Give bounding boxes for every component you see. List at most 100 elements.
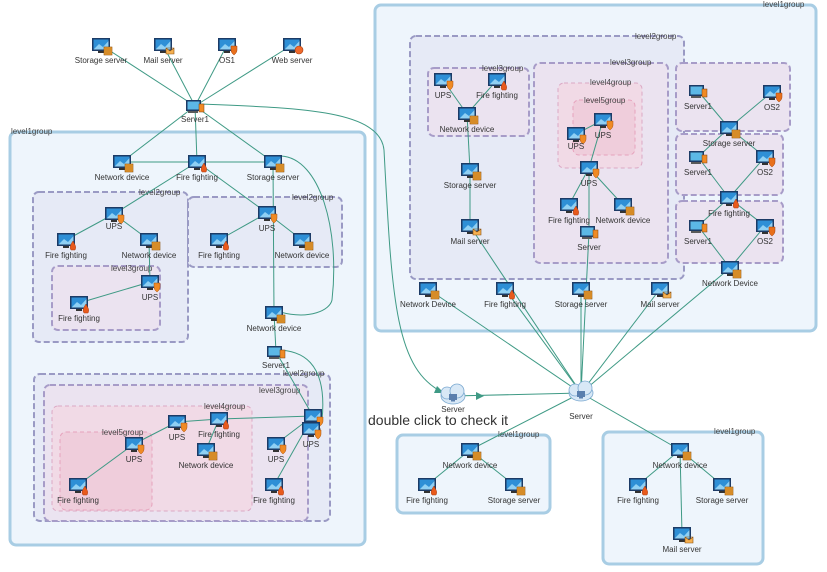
- node-mail-server[interactable]: [461, 219, 482, 236]
- node-label: UPS: [435, 91, 451, 100]
- node-label: Fire fighting: [57, 496, 99, 505]
- node-label: UPS: [126, 455, 142, 464]
- node-fire-fighting[interactable]: [418, 478, 437, 496]
- node-fire-fighting[interactable]: [210, 412, 229, 430]
- node-storage-server[interactable]: [264, 155, 285, 173]
- node-network-device[interactable]: [419, 282, 440, 300]
- node-ups[interactable]: [567, 127, 587, 145]
- node-fire-fighting[interactable]: [188, 155, 207, 173]
- node-label: Server1: [684, 102, 713, 111]
- mail-icon: [461, 219, 482, 236]
- node-server[interactable]: [440, 383, 466, 405]
- node-fire-fighting[interactable]: [720, 191, 739, 209]
- node-os2[interactable]: [756, 219, 776, 237]
- node-server1[interactable]: [689, 220, 708, 233]
- node-label: Network Device: [702, 279, 759, 288]
- node-label: UPS: [169, 433, 185, 442]
- node-ups[interactable]: [105, 207, 125, 225]
- node-server1[interactable]: [689, 151, 708, 164]
- node-network-device[interactable]: [140, 233, 161, 251]
- node-network-device[interactable]: [293, 233, 314, 251]
- node-storage-server[interactable]: [92, 38, 113, 56]
- node-mail-server[interactable]: [673, 527, 694, 544]
- node-server[interactable]: [568, 380, 594, 402]
- group-label: level4group: [204, 402, 246, 411]
- node-ups[interactable]: [594, 113, 614, 131]
- node-label: Web server: [272, 56, 313, 65]
- node-fire-fighting[interactable]: [69, 478, 88, 496]
- edge-cloud2-rb_ff: [504, 288, 582, 394]
- node-storage-server[interactable]: [505, 478, 526, 496]
- node-network-device[interactable]: [721, 261, 742, 279]
- node-fire-fighting[interactable]: [210, 233, 229, 251]
- os-icon: [763, 85, 783, 103]
- node-network-device[interactable]: [671, 443, 692, 461]
- node-label: Mail server: [450, 237, 489, 246]
- ups-icon: [168, 415, 188, 433]
- node-fire-fighting[interactable]: [560, 198, 579, 216]
- group-label: level1group: [714, 427, 756, 436]
- node-label: Server1: [181, 115, 210, 124]
- ups-icon: [567, 127, 587, 145]
- node-ups[interactable]: [434, 73, 454, 91]
- node-fire-fighting[interactable]: [57, 233, 76, 251]
- node-network-device[interactable]: [197, 443, 218, 461]
- node-label: UPS: [595, 131, 611, 140]
- node-network-device[interactable]: [461, 443, 482, 461]
- node-storage-server[interactable]: [720, 121, 741, 139]
- groups-layer: level1grouplevel2grouplevel3grouplevel2g…: [8, 0, 818, 566]
- node-os2[interactable]: [763, 85, 783, 103]
- node-storage-server[interactable]: [461, 163, 482, 181]
- edge-cloud2-rb_ms: [580, 288, 661, 394]
- node-ups[interactable]: [302, 422, 322, 440]
- node-web-server[interactable]: [283, 38, 304, 55]
- node-network-device[interactable]: [113, 155, 134, 173]
- node-label: Server: [441, 405, 465, 414]
- node-fire-fighting[interactable]: [496, 282, 515, 300]
- group-box-level3group-2[interactable]: [51, 265, 161, 331]
- node-network-device[interactable]: [614, 198, 635, 216]
- node-ups[interactable]: [125, 437, 145, 455]
- edge-cloud2-rb_nd: [427, 288, 582, 394]
- node-fire-fighting[interactable]: [629, 478, 648, 496]
- node-os2[interactable]: [756, 150, 776, 168]
- node-server1[interactable]: [186, 100, 205, 113]
- node-server1[interactable]: [689, 85, 708, 98]
- node-label: Server1: [262, 361, 291, 370]
- node-ups[interactable]: [141, 275, 161, 293]
- node-ups[interactable]: [267, 437, 287, 455]
- node-os1[interactable]: [218, 38, 238, 56]
- node-network-device[interactable]: [265, 306, 286, 324]
- server-icon: [267, 346, 286, 359]
- network-icon: [265, 306, 286, 324]
- node-ups[interactable]: [168, 415, 188, 433]
- node-fire-fighting[interactable]: [488, 73, 507, 91]
- cloud-server-icon: [440, 383, 466, 405]
- node-storage-server[interactable]: [713, 478, 734, 496]
- node-server[interactable]: [580, 226, 599, 239]
- node-label: Network device: [440, 125, 495, 134]
- node-server1[interactable]: [267, 346, 286, 359]
- web-icon: [283, 38, 304, 55]
- storage-icon: [713, 478, 734, 496]
- node-storage-server[interactable]: [572, 282, 593, 300]
- node-ups[interactable]: [258, 206, 278, 224]
- network-icon: [614, 198, 635, 216]
- network-icon: [419, 282, 440, 300]
- server-icon: [689, 85, 708, 98]
- node-label: Fire fighting: [198, 430, 240, 439]
- node-mail-server[interactable]: [651, 282, 672, 299]
- ups-icon: [302, 422, 322, 440]
- group-label: level5group: [584, 96, 626, 105]
- node-fire-fighting[interactable]: [70, 296, 89, 314]
- fire-icon: [69, 478, 88, 496]
- node-ups[interactable]: [580, 161, 600, 179]
- node-mail-server[interactable]: [154, 38, 175, 55]
- node-fire-fighting[interactable]: [265, 478, 284, 496]
- server-icon: [580, 226, 599, 239]
- node-label: Storage server: [247, 173, 300, 182]
- edge-srv1b-c_ups3: [275, 351, 314, 417]
- group-box-level1group-18[interactable]: [601, 430, 765, 566]
- node-network-device[interactable]: [458, 107, 479, 125]
- node-label: Network device: [275, 251, 330, 260]
